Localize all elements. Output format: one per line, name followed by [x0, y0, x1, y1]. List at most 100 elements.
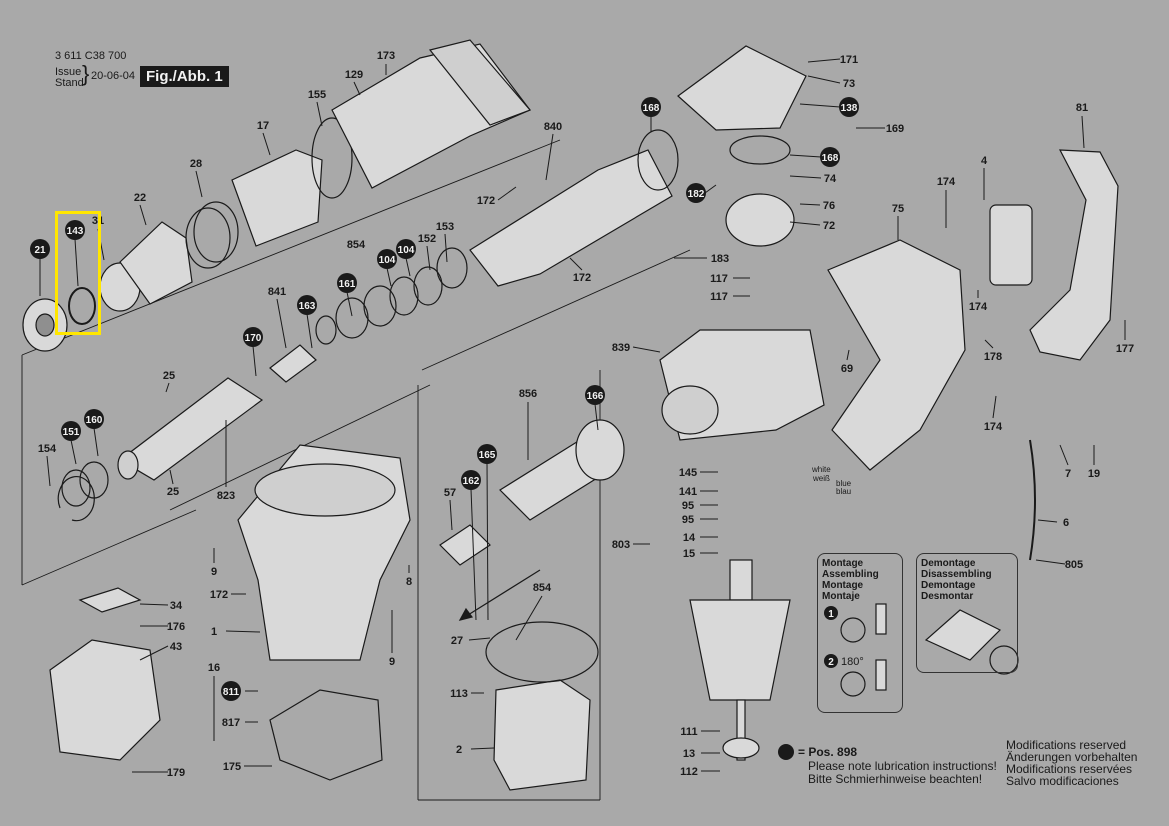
figure-label: Fig./Abb. 1 — [140, 66, 229, 87]
gear-housing-bore — [661, 385, 719, 435]
leader-p168b — [789, 154, 822, 158]
part-label-p840: 840 — [544, 121, 562, 133]
leader-p28 — [195, 170, 203, 198]
disassembly-title-3: Demontage — [921, 580, 976, 591]
bearing-13 — [722, 737, 760, 759]
leader-p174c — [992, 395, 997, 419]
part-label-p74: 74 — [824, 173, 837, 185]
nut-21-bore — [35, 313, 55, 337]
direction-arrow-line — [459, 569, 541, 621]
leader-p22 — [139, 204, 147, 226]
part-label-p117b: 117 — [710, 291, 728, 303]
part-label-p823: 823 — [217, 490, 235, 502]
part-label-p95a: 95 — [682, 500, 694, 512]
leader-p160 — [93, 427, 99, 457]
part-label-p176: 176 — [167, 621, 185, 633]
part-label-p19: 19 — [1088, 468, 1100, 480]
part-label-p28: 28 — [190, 158, 202, 170]
leader-p143 — [74, 238, 79, 287]
callout-circle-p163 — [297, 295, 317, 315]
modifications-es: Salvo modificaciones — [1006, 774, 1119, 788]
part-label-p175: 175 — [223, 761, 241, 773]
part-label-p25b: 25 — [167, 486, 179, 498]
frame-line — [21, 139, 561, 356]
leader-p166 — [594, 403, 599, 431]
callout-circle-p166 — [585, 385, 605, 405]
ring-143 — [68, 287, 96, 325]
armature-shaft — [736, 699, 746, 761]
part-label-p165: 165 — [479, 450, 496, 461]
handle-75 — [827, 239, 966, 471]
step-badge-2 — [824, 654, 838, 668]
callout-circle-p21 — [30, 239, 50, 259]
part-label-p151: 151 — [63, 427, 80, 438]
highlight-box — [55, 211, 101, 335]
disassembly-title-1: Demontage — [921, 558, 976, 569]
modifications-en: Modifications reserved — [1006, 738, 1127, 752]
part-label-p104a: 104 — [379, 255, 396, 266]
part-label-p153: 153 — [436, 221, 454, 233]
lubrication-note-de: Bitte Schmierhinweise beachten! — [808, 772, 983, 786]
part-label-p27: 27 — [451, 635, 463, 647]
part-label-p169: 169 — [886, 123, 904, 135]
callout-circle-p168b — [820, 147, 840, 167]
leader-lines — [39, 58, 1126, 773]
part-labels: 1731291551728223114321840172153854104104… — [30, 50, 1134, 779]
lubrication-pos-text: = Pos. 898 — [798, 745, 858, 759]
leader-p104b — [405, 257, 411, 277]
leader-p138 — [799, 103, 841, 108]
part-label-p856: 856 — [519, 388, 537, 400]
leader-p1 — [225, 630, 261, 633]
part-label-p839: 839 — [612, 342, 630, 354]
direction-arrow-head — [458, 607, 474, 621]
leader-p81 — [1081, 115, 1085, 149]
disassembly-instruction-box — [916, 553, 1018, 673]
part-label-p168a: 168 — [643, 103, 660, 114]
ring-4 — [413, 266, 443, 306]
leader-p178 — [984, 339, 994, 349]
tool-holder-end — [117, 450, 139, 480]
part-label-p854a: 854 — [347, 239, 366, 251]
part-label-p803: 803 — [612, 539, 630, 551]
part-label-p174a: 174 — [937, 176, 956, 188]
callout-circle-p151 — [61, 421, 81, 441]
leader-p69 — [846, 349, 850, 361]
leader-p155 — [316, 101, 323, 127]
leader-p2 — [470, 747, 495, 750]
gear-72 — [725, 193, 795, 247]
part-label-p16: 16 — [208, 662, 220, 674]
leader-p104a — [386, 267, 392, 287]
shaft-57 — [439, 524, 491, 566]
part-label-p182: 182 — [688, 189, 705, 200]
part-label-p15: 15 — [683, 548, 695, 560]
leader-p163 — [306, 313, 313, 349]
frame-line — [421, 249, 691, 371]
part-label-p161: 161 — [339, 279, 356, 290]
armature-803 — [689, 599, 791, 701]
baffle-27 — [485, 621, 599, 683]
handle-81 — [1029, 149, 1119, 361]
cable-805 — [1029, 439, 1036, 561]
part-label-p143: 143 — [67, 226, 84, 237]
leader-p151 — [70, 439, 77, 465]
disassembly-ring — [989, 645, 1019, 675]
leader-p165 — [486, 462, 489, 621]
leader-p839 — [632, 346, 661, 353]
step-number-1: 1 — [828, 609, 834, 620]
issue-date: 20-06-04 — [91, 70, 136, 82]
part-label-p170: 170 — [245, 333, 262, 344]
cylinder-840 — [469, 149, 673, 287]
leader-p43 — [139, 645, 169, 661]
part-label-p817: 817 — [222, 717, 240, 729]
assembly-brush-1 — [875, 603, 887, 635]
part-label-p75: 75 — [892, 203, 904, 215]
part-label-p811: 811 — [223, 687, 240, 698]
leader-p57 — [449, 499, 453, 531]
ring-155 — [311, 117, 353, 199]
leader-p172b — [569, 257, 583, 271]
step-number-2: 2 — [828, 657, 834, 668]
frame-line — [21, 509, 197, 586]
spring-28 — [193, 201, 239, 263]
part-label-p14: 14 — [683, 532, 696, 544]
part-label-p178: 178 — [984, 351, 1002, 363]
